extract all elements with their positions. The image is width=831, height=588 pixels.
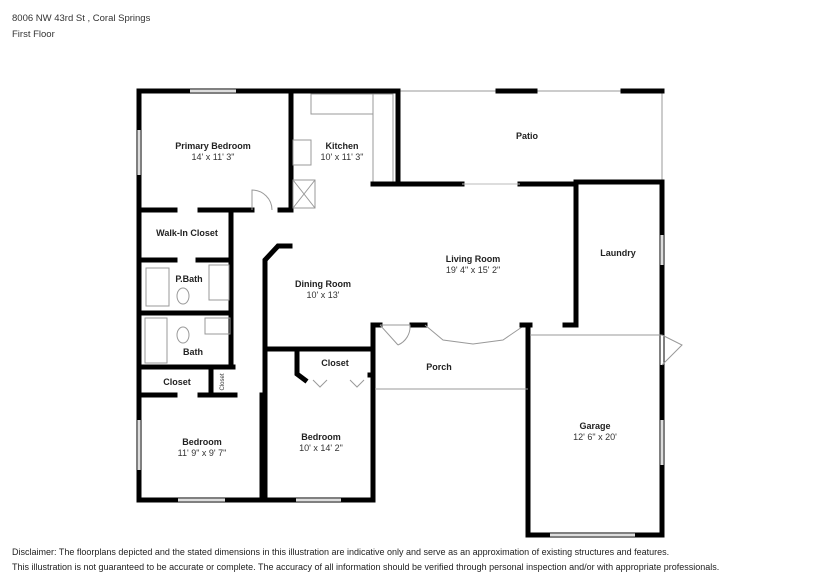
garage-dims: 12' 6" x 20' <box>573 432 617 442</box>
bath-label: Bath <box>183 347 203 357</box>
dining-room-label: Dining Room <box>295 279 351 289</box>
pbath-label: P.Bath <box>175 274 202 284</box>
primary-bedroom-dims: 14' x 11' 3" <box>192 152 235 162</box>
garage-label: Garage <box>579 421 610 431</box>
kitchen-label: Kitchen <box>325 141 358 151</box>
bedroom2-dims: 10' x 14' 2" <box>299 443 343 453</box>
walls <box>136 88 683 538</box>
patio-label: Patio <box>516 131 539 141</box>
floor-label: First Floor <box>12 29 55 40</box>
porch-label: Porch <box>426 362 452 372</box>
closet-label: Closet <box>163 377 191 387</box>
living-room-label: Living Room <box>446 254 501 264</box>
room-labels: Primary Bedroom 14' x 11' 3" Kitchen 10'… <box>156 131 636 458</box>
disclaimer-line-2: This illustration is not guaranteed to b… <box>12 562 720 572</box>
bedroom2-closet-label: Closet <box>321 358 349 368</box>
property-address: 8006 NW 43rd St , Coral Springs <box>12 13 151 24</box>
living-room-dims: 19' 4" x 15' 2" <box>446 265 500 275</box>
bedroom1-dims: 11' 9" x 9' 7" <box>178 448 227 458</box>
walk-in-closet-label: Walk-In Closet <box>156 228 218 238</box>
primary-bedroom-label: Primary Bedroom <box>175 141 251 151</box>
disclaimer-line-1: Disclaimer: The floorplans depicted and … <box>12 547 670 557</box>
dining-room-dims: 10' x 13' <box>307 290 340 300</box>
bedroom2-label: Bedroom <box>301 432 341 442</box>
small-closet-label: Closet <box>220 373 226 390</box>
kitchen-dims: 10' x 11' 3" <box>321 152 364 162</box>
laundry-label: Laundry <box>600 248 636 258</box>
bedroom1-label: Bedroom <box>182 437 222 447</box>
